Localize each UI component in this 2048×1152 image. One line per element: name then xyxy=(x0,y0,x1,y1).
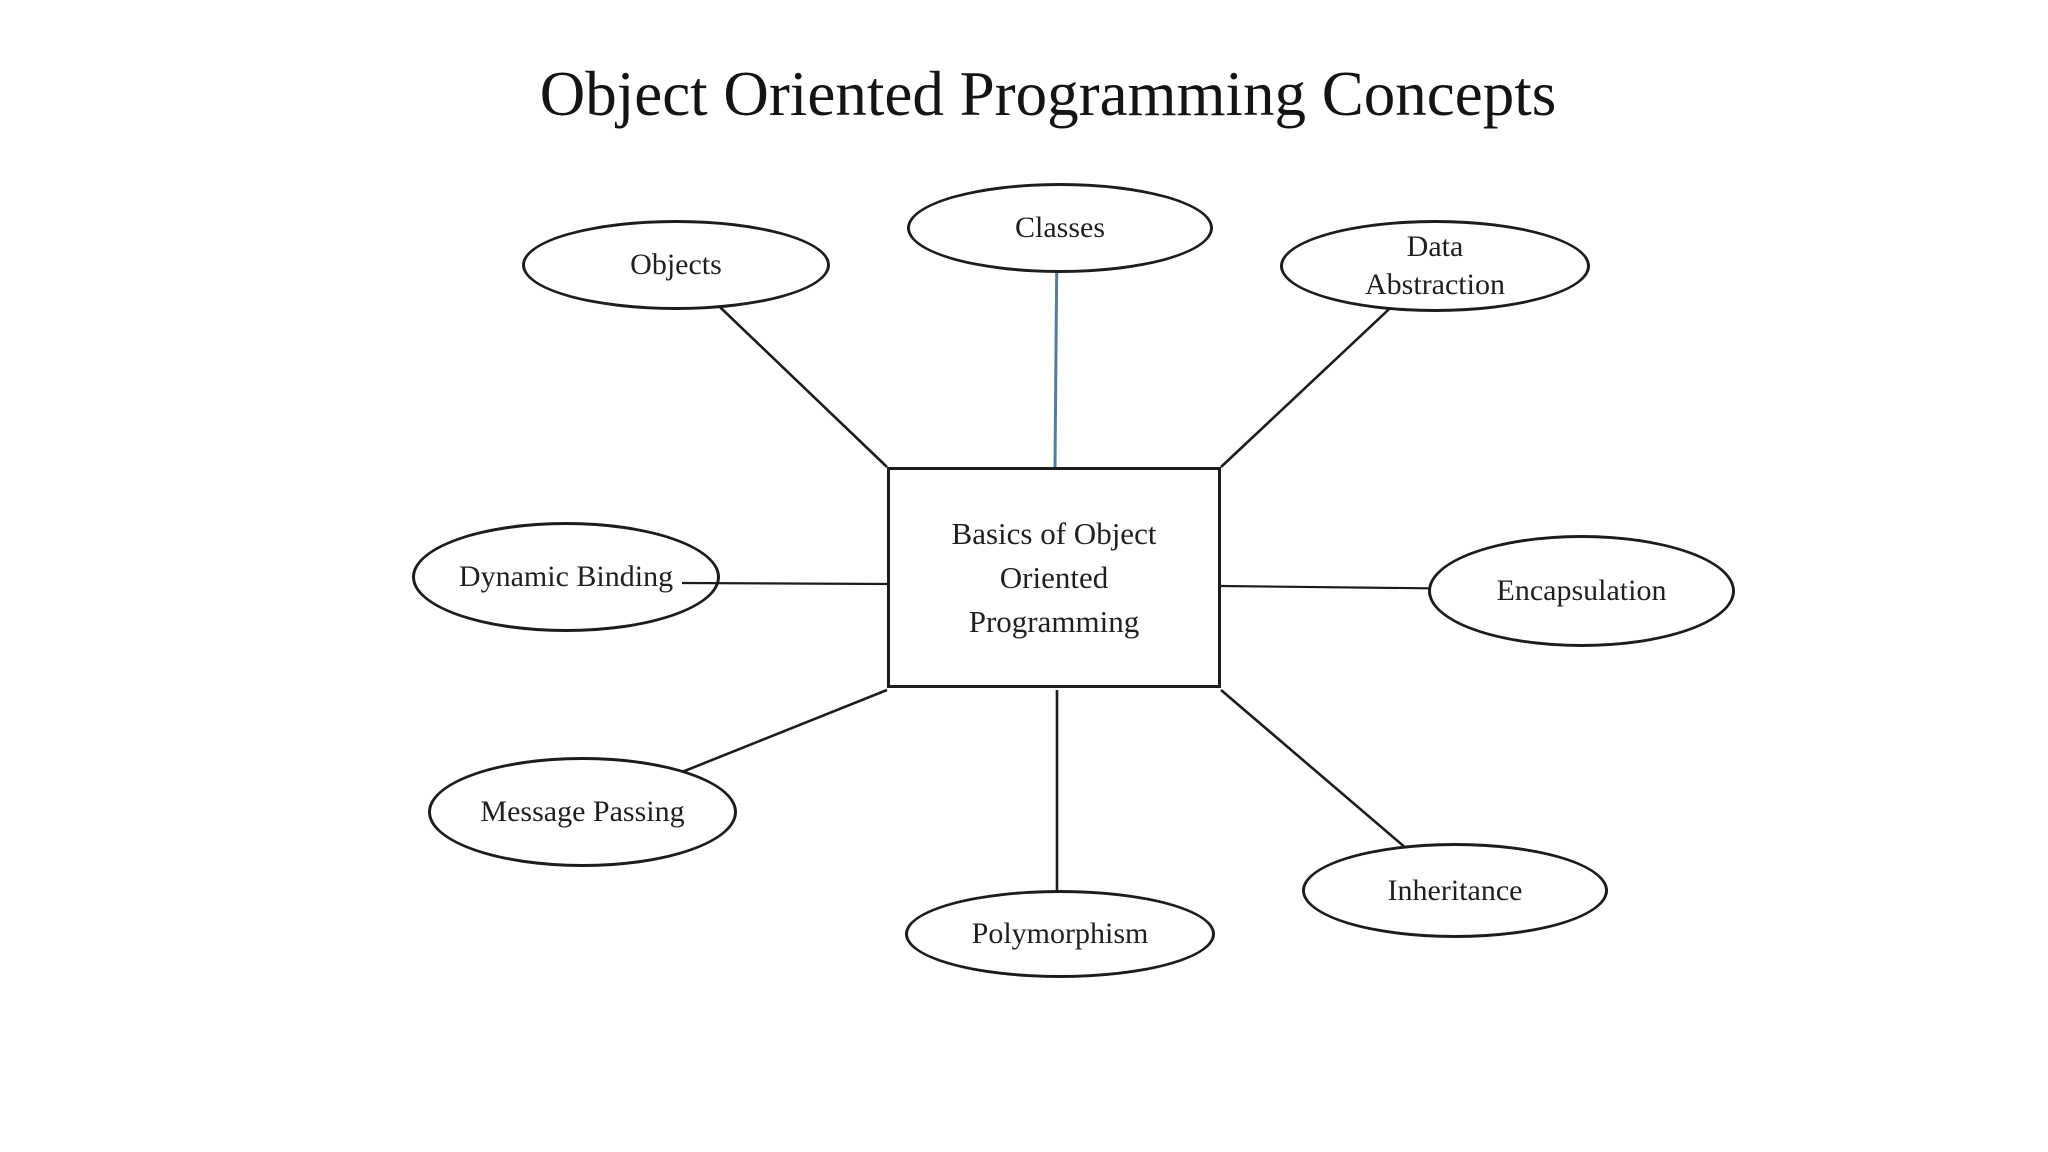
node-dynamic-binding-label: Dynamic Binding xyxy=(458,560,674,593)
node-encapsulation-label: Encapsulation xyxy=(1496,574,1667,607)
node-encapsulation: Encapsulation xyxy=(1428,535,1735,647)
node-data-abstraction: Data Abstraction xyxy=(1280,220,1590,312)
node-center-basics-label: Basics of Object Oriented Programming xyxy=(951,515,1157,639)
node-inheritance-label: Inheritance xyxy=(1387,873,1523,907)
node-message-passing: Message Passing xyxy=(428,757,737,867)
node-classes-label: Classes xyxy=(1015,211,1105,244)
node-center-basics: Basics of Object Oriented Programming xyxy=(887,467,1221,688)
node-polymorphism: Polymorphism xyxy=(905,890,1215,978)
node-classes: Classes xyxy=(907,183,1213,273)
page-title: Object Oriented Programming Concepts xyxy=(539,59,1557,129)
node-objects-label: Objects xyxy=(630,248,722,281)
node-inheritance: Inheritance xyxy=(1302,843,1608,938)
node-dynamic-binding: Dynamic Binding xyxy=(412,522,720,632)
node-polymorphism-label: Polymorphism xyxy=(971,917,1149,950)
node-message-passing-label: Message Passing xyxy=(480,795,685,828)
node-objects: Objects xyxy=(522,220,830,310)
node-data-abstraction-label: Data Abstraction xyxy=(1365,230,1505,301)
